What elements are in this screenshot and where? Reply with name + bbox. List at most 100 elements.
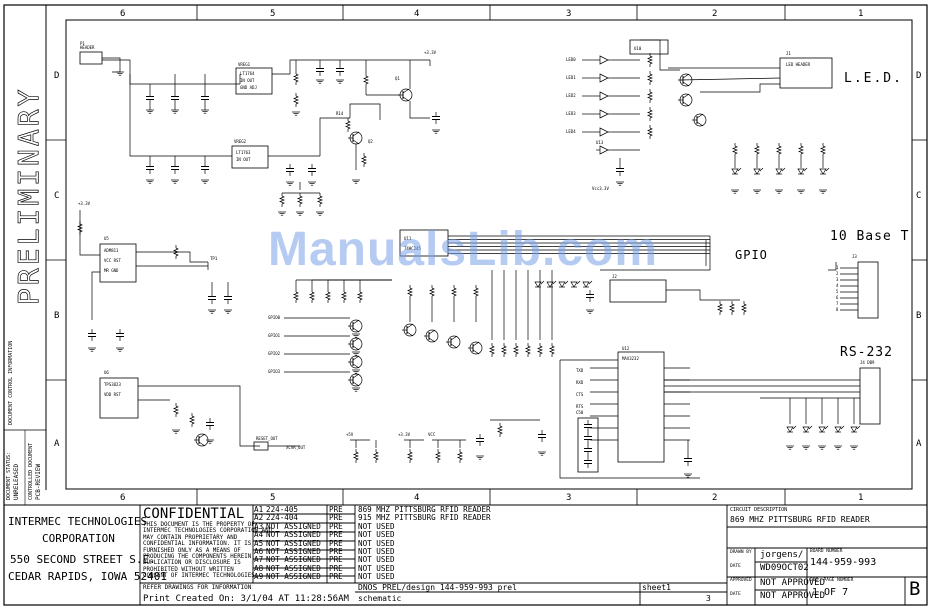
- row-label-right: C: [916, 191, 921, 201]
- svg-text:U13: U13: [596, 140, 604, 145]
- svg-text:MAX3232: MAX3232: [622, 356, 639, 361]
- assembly-status: PRE: [329, 563, 343, 573]
- svg-text:+3.3V: +3.3V: [78, 201, 91, 206]
- svg-text:2: 2: [836, 271, 839, 276]
- drawing-frame: [65, 19, 913, 490]
- row-ticks: [46, 139, 927, 381]
- confidential-line: CONSENT OF INTERMEC TECHNOLOGIES.: [143, 573, 259, 580]
- confidential-notice: THIS DOCUMENT IS THE PROPERTY OF INTERME…: [143, 522, 272, 581]
- svg-text:RTS: RTS: [576, 404, 584, 409]
- status-value: PCB-REVIEW: [35, 463, 42, 500]
- svg-text:7: 7: [836, 301, 839, 306]
- circuit-desc-label: CIRCUIT DESCRIPTION: [730, 507, 788, 513]
- status-value: UNRELEASED: [13, 463, 20, 500]
- svg-text:J4 DB9: J4 DB9: [860, 360, 875, 365]
- assembly-code: NOT ASSIGNED: [266, 521, 321, 531]
- svg-text:IN OUT: IN OUT: [236, 157, 251, 162]
- sheet-label: sheet1: [642, 583, 671, 592]
- svg-text:LED4: LED4: [566, 129, 576, 134]
- col-label-bottom: 6: [120, 493, 125, 503]
- assembly-code: NOT ASSIGNED: [266, 555, 321, 565]
- svg-text:TP1: TP1: [210, 256, 218, 261]
- svg-text:LED3: LED3: [566, 111, 576, 116]
- svg-text:3: 3: [836, 277, 839, 282]
- row-label-left: B: [54, 311, 59, 321]
- confidential-line: FURNISHED ONLY AS A MEANS OF: [143, 547, 241, 554]
- drawn-by: jorgens/: [760, 550, 804, 560]
- svg-text:RXD: RXD: [576, 380, 584, 385]
- assembly-id: A8: [254, 563, 264, 573]
- svg-text:1: 1: [836, 265, 839, 270]
- svg-text:LT1763: LT1763: [236, 150, 251, 155]
- approved-date-label: DATE: [730, 592, 741, 597]
- assembly-id: A9: [254, 572, 264, 582]
- row-label-left: C: [54, 191, 59, 201]
- company-address: 550 SECOND STREET S.E.: [10, 553, 156, 566]
- col-label-bottom: 1: [858, 493, 863, 503]
- col-label-top: 4: [414, 9, 419, 19]
- schematic-circuitry: [77, 39, 881, 479]
- assembly-code: NOT ASSIGNED: [266, 530, 321, 540]
- assembly-id: A7: [254, 555, 264, 565]
- svg-text:RESET_OUT: RESET_OUT: [256, 436, 278, 441]
- assembly-id: A3: [254, 521, 264, 531]
- svg-text:5: 5: [836, 289, 839, 294]
- remark-line: REFER DRAWINGS FOR INFORMATION: [143, 584, 252, 591]
- page-number-label: DOC. PAGE NUMBER: [810, 578, 854, 583]
- svg-text:IN OUT: IN OUT: [240, 78, 255, 83]
- assembly-description: NOT USED: [358, 530, 395, 540]
- row-label-left: A: [54, 439, 60, 449]
- assembly-id: A6: [254, 546, 264, 556]
- rs232-section-label: RS-232: [840, 345, 893, 360]
- assembly-code: NOT ASSIGNED: [266, 538, 321, 548]
- svg-text:MR GND: MR GND: [104, 268, 119, 273]
- row-label-right: D: [916, 71, 921, 81]
- svg-text:74HC245: 74HC245: [404, 246, 421, 251]
- sheet-of: 1 OF 7: [812, 587, 849, 598]
- svg-text:U10: U10: [634, 46, 642, 51]
- title-block-grid: [4, 504, 927, 605]
- svg-text:LED0: LED0: [566, 57, 576, 62]
- svg-text:ADM811: ADM811: [104, 248, 119, 253]
- circuit-description: 869 MHZ PITTSBURG RFID READER: [730, 515, 870, 524]
- preliminary-stamp: PRELIMINARY: [12, 87, 45, 305]
- schematic-label: schematic: [358, 594, 402, 603]
- col-label-top: 1: [858, 9, 863, 19]
- svg-text:Q1: Q1: [395, 76, 400, 81]
- svg-text:+5V: +5V: [346, 432, 354, 437]
- svg-text:+3.3V: +3.3V: [424, 50, 437, 55]
- assembly-status: PRE: [329, 555, 343, 565]
- svg-text:4: 4: [836, 283, 839, 288]
- approved-status-2: NOT APPROVED: [760, 591, 826, 601]
- svg-text:HEADER: HEADER: [80, 45, 95, 50]
- column-ticks: [196, 5, 786, 505]
- col-label-bottom: 4: [414, 493, 419, 503]
- approved-label: APPROVED: [730, 578, 752, 583]
- assembly-id: A5: [254, 538, 264, 548]
- status-label: CONTROLLED DOCUMENT: [28, 443, 34, 500]
- confidential-line: THIS DOCUMENT IS THE PROPERTY OF: [143, 522, 255, 528]
- board-number-label: BOARD NUMBER: [810, 549, 843, 554]
- svg-text:GPIO0: GPIO0: [268, 315, 281, 320]
- svg-text:8: 8: [836, 307, 839, 312]
- svg-text:GPIO3: GPIO3: [268, 369, 281, 374]
- assembly-description: NOT USED: [358, 546, 395, 556]
- svg-text:LED2: LED2: [566, 93, 576, 98]
- svg-text:P1: P1: [80, 41, 85, 46]
- svg-text:U5: U5: [104, 236, 109, 241]
- assembly-id: A4: [254, 530, 264, 540]
- svg-text:VCC RST: VCC RST: [104, 258, 121, 263]
- assembly-description: NOT USED: [358, 538, 395, 548]
- company-name-line2: CORPORATION: [42, 532, 115, 545]
- svg-text:LED1: LED1: [566, 75, 576, 80]
- date-label: DATE: [730, 564, 741, 569]
- revision-letter: B: [909, 578, 921, 600]
- svg-text:XCVR_OUT: XCVR_OUT: [286, 445, 306, 450]
- company-name: INTERMEC TECHNOLOGIES: [8, 515, 148, 528]
- confidential-line: DUPLICATION OR DISCLOSURE IS: [143, 560, 241, 567]
- svg-text:Q2: Q2: [368, 139, 373, 144]
